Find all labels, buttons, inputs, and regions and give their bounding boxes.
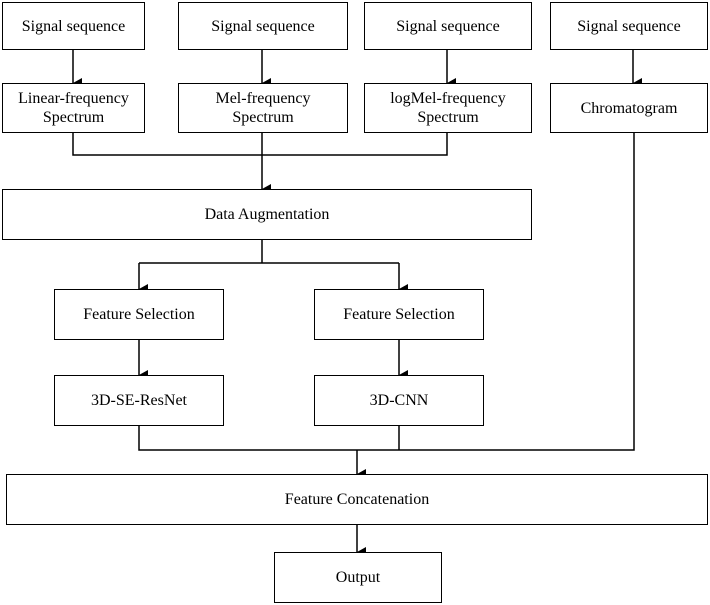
logmel-frequency-spectrum-label: logMel-frequency Spectrum [390,90,506,126]
signal-sequence-label-1: Signal sequence [21,17,126,35]
feature-concatenation-box: Feature Concatenation [6,474,708,525]
cnn-3d-label: 3D-CNN [369,392,429,409]
merge-models-line [138,133,635,451]
signal-sequence-box-1: Signal sequence [2,2,145,50]
output-box: Output [274,552,442,603]
feature-selection-box-1: Feature Selection [54,289,224,340]
mel-frequency-spectrum-box: Mel-frequency Spectrum [178,83,348,133]
cnn-3d-box: 3D-CNN [314,375,484,426]
output-label: Output [335,569,381,586]
signal-sequence-label-2: Signal sequence [211,17,315,35]
signal-sequence-box-4: Signal sequence [550,2,708,50]
linear-frequency-spectrum-label: Linear-frequency Spectrum [18,90,129,126]
merge-spectra-line [72,133,448,156]
data-augmentation-box: Data Augmentation [2,189,532,240]
data-augmentation-label: Data Augmentation [204,206,330,223]
se-resnet-box: 3D-SE-ResNet [54,375,224,426]
chromatogram-label: Chromatogram [580,99,678,117]
feature-concatenation-label: Feature Concatenation [284,491,430,508]
feature-selection-label-2: Feature Selection [343,306,455,323]
chromatogram-box: Chromatogram [550,83,708,133]
feature-selection-box-2: Feature Selection [314,289,484,340]
feature-selection-label-1: Feature Selection [83,306,195,323]
linear-frequency-spectrum-box: Linear-frequency Spectrum [2,83,145,133]
signal-sequence-label-4: Signal sequence [577,17,681,35]
signal-sequence-box-3: Signal sequence [364,2,532,50]
signal-sequence-box-2: Signal sequence [178,2,348,50]
signal-sequence-label-3: Signal sequence [396,17,500,35]
mel-frequency-spectrum-label: Mel-frequency Spectrum [215,90,311,126]
logmel-frequency-spectrum-box: logMel-frequency Spectrum [364,83,532,133]
se-resnet-label: 3D-SE-ResNet [91,392,187,409]
